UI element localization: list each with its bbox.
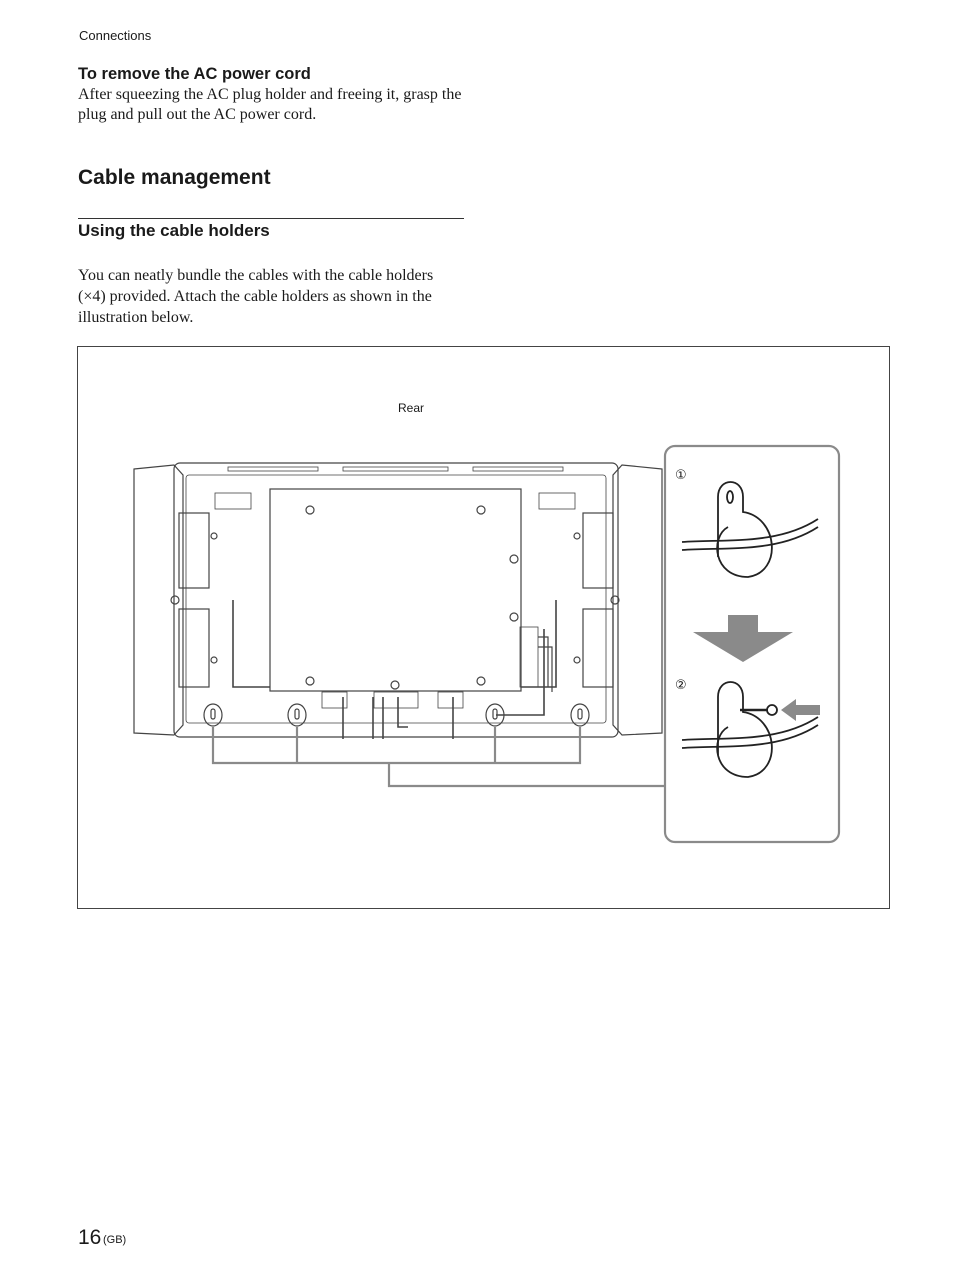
- running-head: Connections: [79, 28, 152, 43]
- left-speaker-upper: [178, 512, 210, 589]
- monitor-rear-body: [173, 462, 619, 738]
- page-number-suffix: (GB): [103, 1234, 127, 1246]
- section-heading-remove-cord: To remove the AC power cord: [78, 65, 311, 83]
- cable-holder-3: [485, 703, 505, 727]
- heading-rule: [78, 218, 464, 219]
- detail-callout-box: [663, 444, 841, 844]
- holder-detail-step2: [681, 681, 819, 778]
- step-2-label: ②: [675, 677, 687, 692]
- left-speaker-lower: [178, 608, 210, 688]
- right-speaker-upper: [582, 512, 614, 589]
- rear-label: Rear: [398, 401, 425, 415]
- section-heading-cable-management: Cable management: [78, 166, 271, 189]
- step-1-label: ①: [675, 467, 687, 482]
- paragraph-cable-holders: You can neatly bundle the cables with th…: [78, 267, 434, 326]
- down-arrow-icon: [693, 615, 793, 662]
- subheading-cable-holders: Using the cable holders: [78, 221, 270, 240]
- right-side-panel: [612, 464, 663, 736]
- illustration-drawing: [133, 444, 841, 844]
- paragraph-remove-cord: After squeezing the AC plug holder and f…: [78, 86, 462, 123]
- cable-holder-2: [287, 703, 307, 727]
- holder-detail-step1: [681, 481, 819, 578]
- left-side-panel: [133, 464, 184, 736]
- connector-panel: [269, 488, 522, 692]
- cable-holder-4: [570, 703, 590, 727]
- page-number: 16: [78, 1226, 102, 1249]
- right-speaker-lower: [582, 608, 614, 688]
- left-arrow-icon: [781, 699, 820, 721]
- cable-holder-1: [203, 703, 223, 727]
- cable-holder-illustration: Rear ① ②: [77, 346, 890, 909]
